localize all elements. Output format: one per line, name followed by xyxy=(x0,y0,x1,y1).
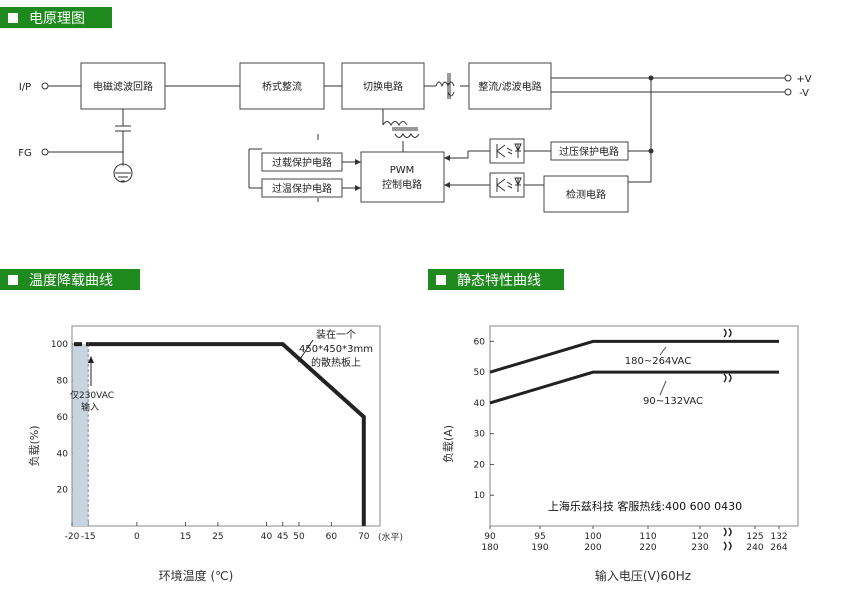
tick-group: -20-15 0 15 25 40 45 50 60 70 20 40 60 80 100 xyxy=(51,340,370,542)
derating-line xyxy=(88,342,366,526)
x-tick-label-bottom: 190 xyxy=(531,543,548,553)
series-label-90-132: 90~132VAC xyxy=(643,396,703,407)
x-tick-label: 45 xyxy=(277,532,288,542)
section-title: 静态特性曲线 xyxy=(457,272,541,289)
section-header-schematic: 电原理图 xyxy=(0,7,112,28)
x-tick-label-top: 120 xyxy=(691,532,708,542)
x-tick-label-bottom: 180 xyxy=(481,543,498,553)
y-tick-label: 20 xyxy=(57,486,69,496)
block-overtemp: 过温保护电路 xyxy=(272,182,332,195)
block-pwm-line1: PWM xyxy=(390,165,415,176)
x-axis-label: 输入电压(V)60Hz xyxy=(595,568,691,583)
schematic-diagram: I/P FG +V -V 电磁滤波回路 桥式整流 切换电路 整流/滤波电路 过载… xyxy=(18,62,812,213)
y-tick-label: 80 xyxy=(57,377,69,387)
y-tick-label: 60 xyxy=(57,413,69,423)
x-unit-note: (水平) xyxy=(378,531,403,543)
y-tick-label: 30 xyxy=(474,430,486,440)
block-detect: 检测电路 xyxy=(566,188,606,201)
x-tick-label-top: 125 xyxy=(746,532,763,542)
x-tick-label: -20 xyxy=(65,532,80,542)
watermark: 上海乐兹科技 客服热线:400 600 0430 xyxy=(548,499,742,513)
y-tick-label: 20 xyxy=(474,460,486,470)
x-tick-label: 0 xyxy=(134,532,140,542)
plot-area xyxy=(489,325,799,527)
output-pos-label: +V xyxy=(796,74,811,85)
x-tick-label: 50 xyxy=(293,532,305,542)
annotation-mount-l2: 450*450*3mm xyxy=(299,344,373,355)
section-title: 电原理图 xyxy=(29,10,85,27)
x-tick-label-bottom: 200 xyxy=(584,543,601,553)
section-title: 温度降载曲线 xyxy=(29,272,113,289)
block-overload: 过载保护电路 xyxy=(272,156,332,169)
annotation-mount-l1: 装在一个 xyxy=(316,328,356,341)
input-fg-label: FG xyxy=(18,148,32,159)
y-axis-label: 负载(A) xyxy=(441,425,455,463)
x-tick-label: 40 xyxy=(261,532,273,542)
square-bullet-icon xyxy=(436,274,446,285)
axis-break-marks xyxy=(723,328,732,551)
series-pointer-2 xyxy=(659,380,667,396)
series-line-180-264 xyxy=(489,339,779,374)
x-tick-label: 70 xyxy=(358,532,370,542)
x-tick-label: 15 xyxy=(180,532,191,542)
block-emi: 电磁滤波回路 xyxy=(93,80,153,93)
annotation-arrowhead xyxy=(88,356,94,363)
x-tick-label-bottom: 240 xyxy=(746,543,763,553)
x-tick-label-top: 100 xyxy=(584,532,601,542)
x-tick-label: 60 xyxy=(326,532,338,542)
section-header-derating: 温度降载曲线 xyxy=(0,269,140,290)
annotation-mount-l3: 的散热板上 xyxy=(311,356,361,369)
square-bullet-icon xyxy=(8,12,18,23)
x-tick-label: 25 xyxy=(212,532,223,542)
x-tick-label-top: 132 xyxy=(770,532,787,542)
x-axis-label: 环境温度 (℃) xyxy=(159,568,234,583)
plot-area xyxy=(71,325,381,527)
block-overvolt: 过压保护电路 xyxy=(559,145,619,158)
output-neg-label: -V xyxy=(799,88,809,99)
annotation-only230-l1: 仅230VAC xyxy=(70,389,114,401)
block-bridge: 桥式整流 xyxy=(262,80,302,93)
x-tick-label-bottom: 220 xyxy=(639,543,656,553)
shaded-region xyxy=(72,344,89,526)
x-tick-label: -15 xyxy=(81,532,96,542)
x-tick-label-bottom: 264 xyxy=(770,543,787,553)
x-tick-label-top: 110 xyxy=(639,532,656,542)
block-switch: 切换电路 xyxy=(363,80,403,93)
block-pwm-line2: 控制电路 xyxy=(382,178,422,191)
series-label-180-264: 180~264VAC xyxy=(625,356,691,367)
square-bullet-icon xyxy=(8,274,18,285)
y-tick-label: 50 xyxy=(474,368,486,378)
y-tick-label: 10 xyxy=(474,491,486,501)
input-ip-label: I/P xyxy=(19,82,31,93)
y-tick-label: 40 xyxy=(474,399,486,409)
y-tick-label: 60 xyxy=(474,337,486,347)
block-rectfilter: 整流/滤波电路 xyxy=(478,80,541,93)
series-pointer-1 xyxy=(659,346,667,356)
y-axis-label: 负载(%) xyxy=(27,425,41,466)
y-tick-label: 100 xyxy=(51,340,68,350)
section-header-static: 静态特性曲线 xyxy=(428,269,564,290)
x-tick-label-top: 90 xyxy=(484,532,496,542)
x-tick-label-top: 95 xyxy=(534,532,545,542)
x-tick-label-bottom: 230 xyxy=(691,543,708,553)
y-tick-label: 40 xyxy=(57,449,69,459)
annotation-pointer xyxy=(297,339,314,363)
series-line-90-132 xyxy=(489,370,779,405)
annotation-only230-l2: 输入 xyxy=(81,401,99,413)
